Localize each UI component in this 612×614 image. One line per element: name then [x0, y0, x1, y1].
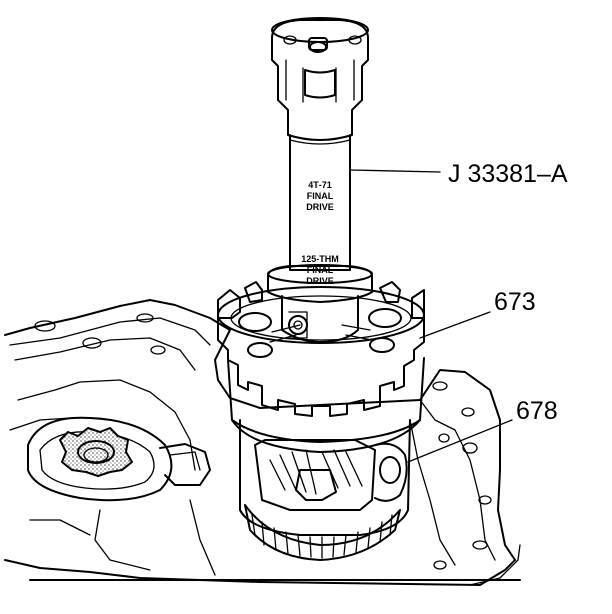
leader-lines	[349, 169, 513, 463]
transaxle-case	[4, 299, 521, 586]
differential-case	[217, 281, 425, 453]
tool-marking-lower-line2: FINAL	[307, 265, 334, 275]
leader-673	[419, 311, 491, 339]
ring-gear	[244, 504, 401, 561]
tool-marking-upper-line1: 4Т-71	[308, 180, 332, 190]
tool-marking-lower: 125-THM FINAL DRIVE	[301, 254, 339, 286]
callout-tool-label: J 33381–A	[448, 160, 568, 188]
callout-678-label: 678	[516, 397, 558, 425]
leader-tool	[349, 169, 441, 173]
tool-marking-lower-line3: DRIVE	[306, 276, 334, 286]
tool-marking-upper: 4Т-71 FINAL DRIVE	[306, 180, 334, 212]
tool-marking-lower-line1: 125-THM	[301, 254, 339, 264]
leader-678	[407, 419, 513, 463]
special-tool: 4Т-71 FINAL DRIVE 125-THM FINAL DRIVE	[267, 17, 373, 343]
tool-marking-upper-line3: DRIVE	[306, 202, 334, 212]
tool-marking-upper-line2: FINAL	[307, 191, 334, 201]
callout-673-label: 673	[494, 288, 536, 316]
left-bore	[27, 416, 211, 502]
